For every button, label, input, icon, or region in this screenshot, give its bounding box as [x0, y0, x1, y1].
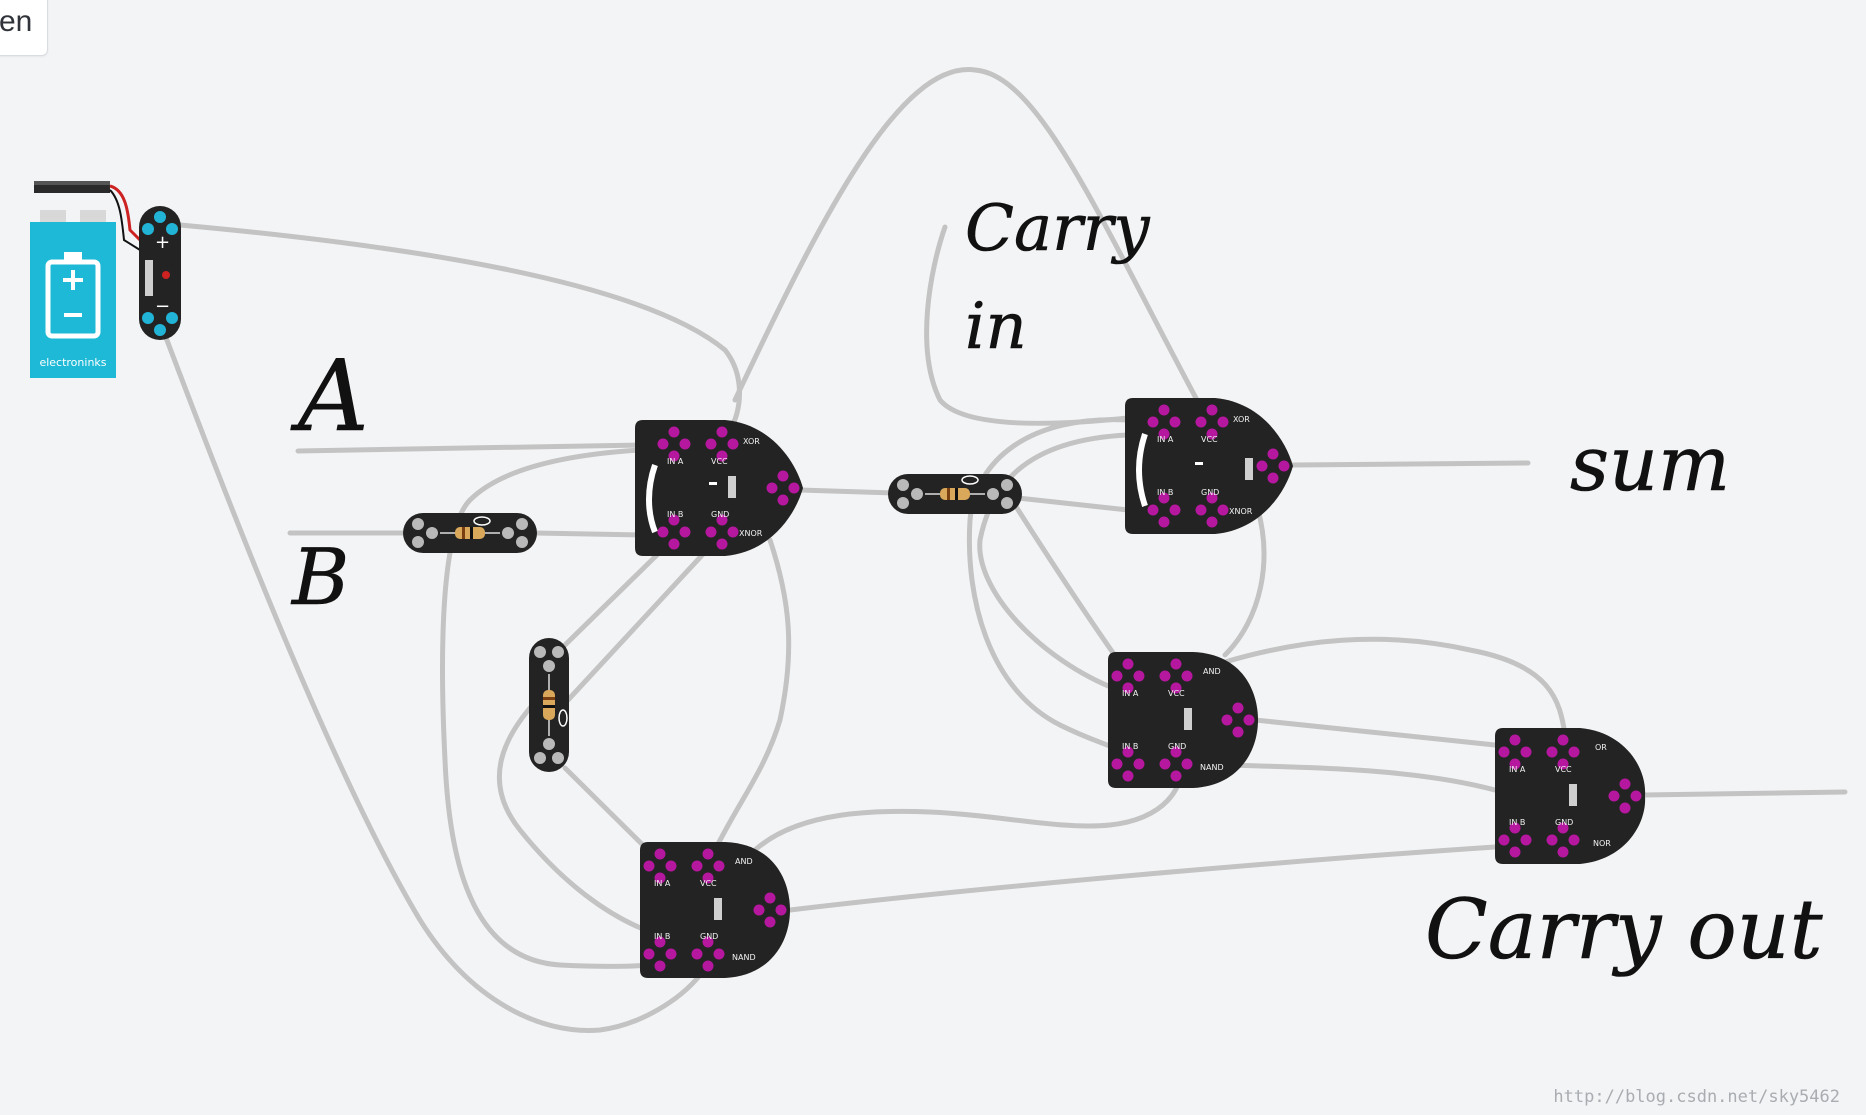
gate-label: GND [711, 510, 729, 519]
wire-and2-or [787, 844, 1498, 913]
wire-and1-or-mid [1252, 717, 1498, 748]
xor-gate-2[interactable]: IN A VCC IN B GND XOR XNOR [1125, 398, 1293, 534]
battery-pack[interactable]: electroninks [30, 181, 142, 378]
watermark: http://blog.csdn.net/sky5462 [1553, 1087, 1840, 1107]
gate-label: VCC [1201, 435, 1218, 444]
label-carry-in-line2: in [965, 290, 1027, 364]
wire-and1-or-top [1222, 636, 1568, 738]
resistor-module-3[interactable] [529, 638, 569, 772]
minus-icon: − [155, 296, 170, 317]
gate-label: VCC [1168, 689, 1185, 698]
battery-body [30, 222, 116, 378]
gate-label: IN A [1122, 689, 1139, 698]
wire-sum-out [1290, 460, 1531, 468]
wire-carry-out [1642, 789, 1848, 798]
gate-label: GND [1201, 488, 1219, 497]
gate-label: IN A [1509, 765, 1526, 774]
wire-and2-to-xor2 [752, 747, 1185, 853]
gate-label: IN B [654, 932, 670, 941]
label-carry-out: Carry out [1425, 883, 1824, 978]
gate-label: XNOR [1229, 507, 1253, 516]
wire-ground-loop [162, 332, 703, 1033]
gate-label: XOR [743, 437, 760, 446]
open-button[interactable]: en [0, 0, 48, 56]
gate-label: AND [735, 857, 753, 866]
gate-label: OR [1595, 743, 1607, 752]
wire-xor1-res3-b [565, 549, 708, 703]
wire-res3-loop [496, 697, 663, 938]
gate-label: GND [1168, 742, 1186, 751]
gate-label: IN B [1157, 488, 1173, 497]
gate-label: IN B [667, 510, 683, 519]
wire-power-to-xor1 [177, 222, 742, 433]
wire-res1-xor1 [532, 530, 643, 538]
gate-label: XNOR [739, 529, 763, 538]
wire-res2-and1 [1012, 502, 1121, 663]
gate-label: VCC [711, 457, 728, 466]
battery-brand: electroninks [39, 356, 106, 369]
wires [162, 67, 1848, 1033]
wire-xor1-to-xor2-arc [732, 67, 1208, 418]
and-gate-2[interactable]: IN A VCC IN B GND AND NAND [640, 842, 790, 978]
wire-a-in [295, 442, 643, 454]
label-a: A [290, 340, 369, 454]
gate-label: IN A [1157, 435, 1174, 444]
wire-res2-xor2 [1015, 495, 1131, 513]
wire-and1-or-bot [1227, 762, 1498, 793]
power-module[interactable]: + − [139, 206, 181, 340]
xor-gate-1[interactable]: IN A VCC IN B GND XOR XNOR [635, 420, 803, 556]
gate-label: IN B [1509, 818, 1525, 827]
resistor-module-1[interactable] [403, 513, 537, 553]
battery-icon [45, 252, 101, 339]
wire-xor1-res3-a [562, 549, 663, 648]
gate-label: IN A [667, 457, 684, 466]
gate-label: AND [1203, 667, 1221, 676]
gate-label: IN B [1122, 742, 1138, 751]
gate-label: XOR [1233, 415, 1250, 424]
resistor-module-2[interactable] [888, 474, 1022, 514]
gate-label: VCC [1555, 765, 1572, 774]
plus-icon: + [155, 232, 170, 253]
gate-label: GND [700, 932, 718, 941]
gate-label: NOR [1593, 839, 1611, 848]
or-gate[interactable]: IN A VCC IN B GND OR NOR [1495, 728, 1646, 864]
and-gate-1[interactable]: IN A VCC IN B GND AND NAND [1108, 652, 1258, 788]
gate-label: VCC [700, 879, 717, 888]
wire-loop-a [440, 447, 663, 969]
label-sum: sum [1570, 419, 1730, 508]
wire-xor2-loops-1 [966, 417, 1131, 753]
gate-label: NAND [1200, 763, 1224, 772]
label-carry-in-line1: Carry [965, 192, 1150, 266]
open-button-label: en [0, 5, 33, 38]
wire-xor1-and2-right [712, 537, 792, 853]
gate-label: NAND [732, 953, 756, 962]
gate-label: GND [1555, 818, 1573, 827]
wire-xor2-loops-2 [977, 432, 1131, 693]
label-b: B [290, 533, 349, 623]
wire-xor2-and1 [1222, 497, 1267, 658]
gate-label: IN A [654, 879, 671, 888]
wire-xor1-res2 [797, 487, 896, 496]
